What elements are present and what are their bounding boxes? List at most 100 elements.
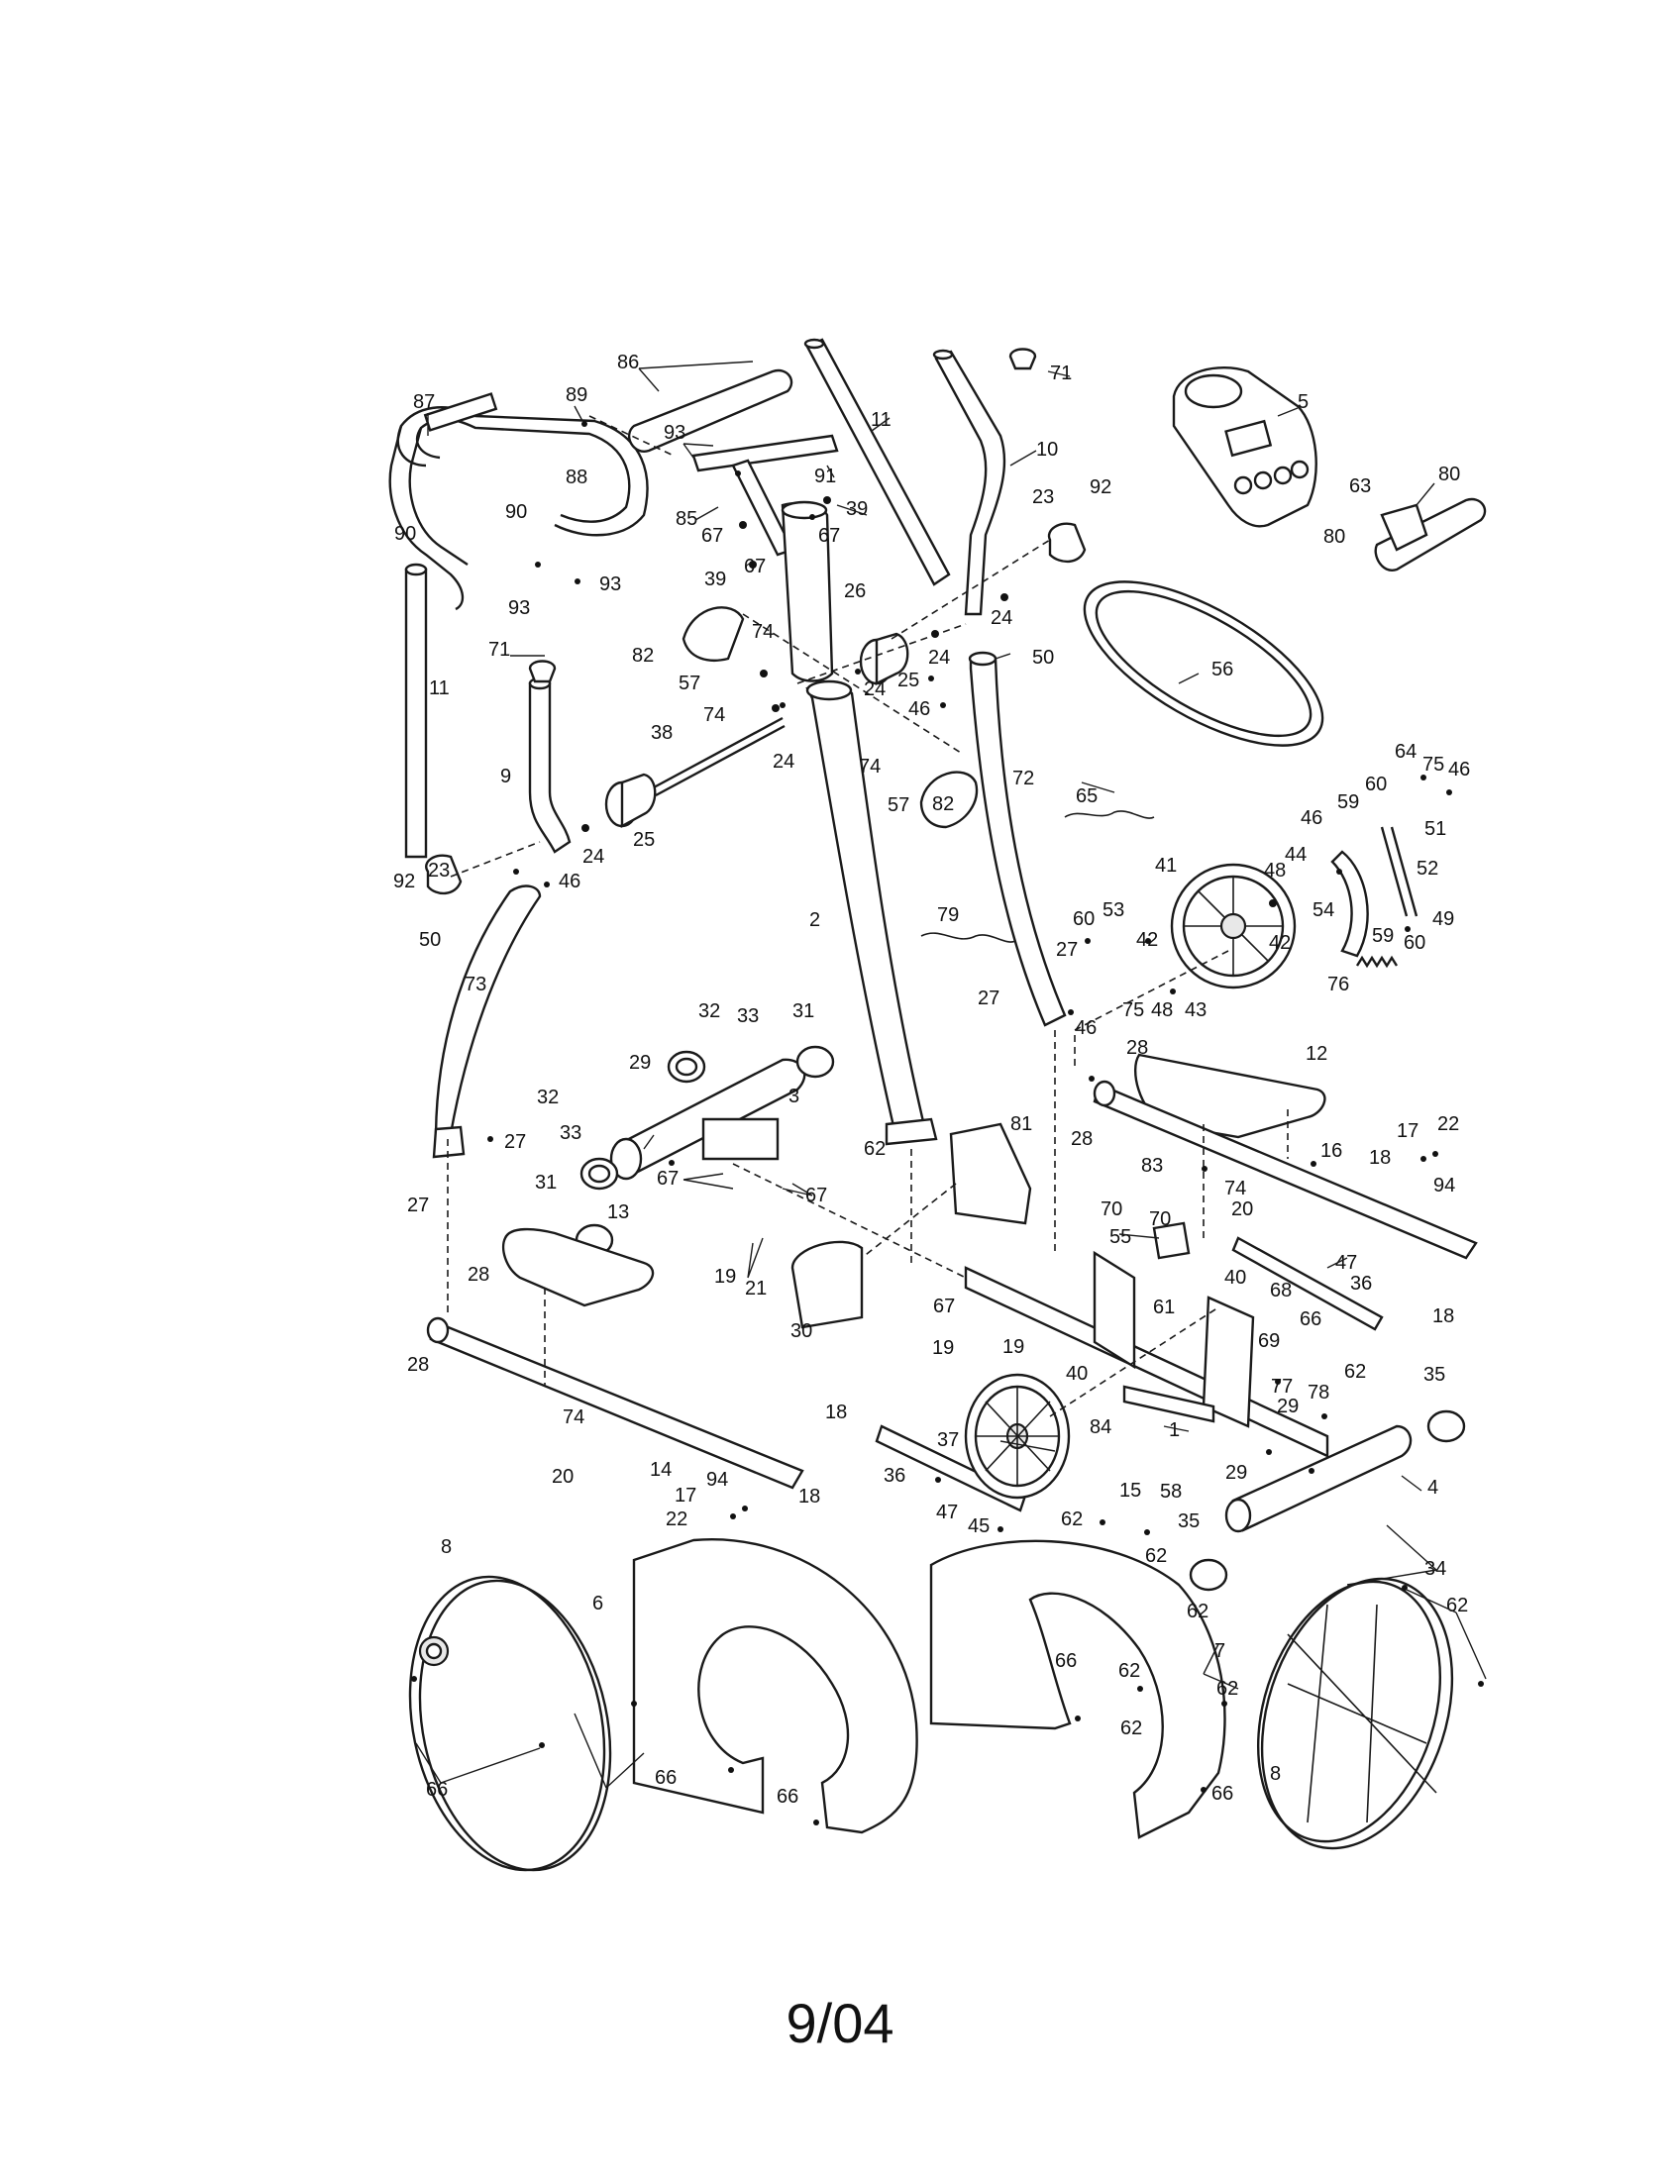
part-label: 66 [426,1779,448,1801]
pulley-37 [964,1373,1071,1500]
part-label: 62 [1187,1601,1208,1622]
part-label: 76 [1327,974,1349,995]
part-label: 46 [559,871,580,892]
part-label: 62 [1446,1595,1468,1616]
part-label: 52 [1417,858,1438,880]
part-label: 14 [650,1459,672,1481]
left-arm-upper-9 [528,676,572,854]
part-label: 48 [1151,999,1173,1021]
part-label: 42 [1269,932,1291,954]
part-label: 69 [1258,1330,1280,1352]
hardware-dots [411,421,1484,1825]
part-label: 92 [1090,476,1111,498]
part-label: 28 [468,1264,489,1286]
part-label: 29 [1225,1462,1247,1484]
part-label: 71 [488,639,510,661]
part-label: 47 [1335,1252,1357,1274]
support-30 [790,1240,864,1329]
part-label: 62 [1061,1508,1083,1530]
part-label: 93 [599,573,621,595]
part-label: 84 [1090,1416,1111,1438]
part-label: 90 [505,501,527,523]
part-label: 8 [1270,1763,1281,1785]
part-label: 46 [1448,759,1470,780]
part-label: 39 [846,498,868,520]
part-label: 40 [1224,1267,1246,1289]
part-label: 31 [792,1000,814,1022]
part-label: 62 [1120,1717,1142,1739]
part-label: 74 [1224,1178,1246,1199]
part-label: 6 [592,1593,603,1614]
part-label: 66 [777,1786,798,1808]
disc-cover-8-left [408,1575,612,1872]
part-label: 90 [394,523,416,545]
part-label: 25 [633,829,655,851]
part-label: 62 [1344,1361,1366,1383]
shrouds-82 [682,606,979,829]
part-label: 21 [745,1278,767,1300]
part-label: 66 [1300,1308,1321,1330]
part-label: 72 [1012,768,1034,789]
part-label: 22 [666,1508,687,1530]
part-label: 62 [1118,1660,1140,1682]
side-shield-7 [929,1539,1226,1839]
assembly-lines [447,415,1289,1417]
part-label: 81 [1010,1113,1032,1135]
part-label: 70 [1101,1198,1122,1220]
part-label: 29 [629,1052,651,1074]
part-label: 24 [773,751,794,773]
part-label: 33 [560,1122,581,1144]
part-label: 46 [908,698,930,720]
part-label: 26 [844,580,866,602]
end-caps-71 [528,348,1037,683]
console-bracket-63 [1374,497,1487,572]
part-label: 68 [1270,1280,1292,1301]
part-label: 18 [1369,1147,1391,1169]
upright-2 [805,679,938,1146]
part-label: 18 [798,1486,820,1508]
part-label: 24 [864,678,886,700]
part-label: 74 [859,756,881,778]
right-pole-11 [803,338,951,586]
part-label: 79 [937,904,959,926]
part-label: 28 [1126,1037,1148,1059]
caps-23 [425,522,1087,895]
part-label: 24 [991,607,1012,629]
part-label: 8 [441,1536,452,1558]
part-label: 24 [582,846,604,868]
disc-cover-8-right [1256,1577,1454,1850]
bushings-25 [604,632,909,829]
part-label: 54 [1312,899,1334,921]
wire-harness-65-79 [920,810,1155,943]
part-label: 62 [1145,1545,1167,1567]
right-arm-lower-72 [968,651,1067,1027]
part-label: 40 [1066,1363,1088,1385]
part-label: 32 [698,1000,720,1022]
part-label: 50 [419,929,441,951]
part-label: 11 [871,409,892,431]
part-label: 60 [1073,908,1095,930]
part-label: 75 [1422,754,1444,776]
part-label: 17 [675,1485,696,1507]
part-label: 36 [1350,1273,1372,1295]
part-label: 67 [805,1185,827,1206]
part-label: 20 [1231,1198,1253,1220]
handgrip-86 [627,368,793,453]
part-label: 2 [809,909,820,931]
part-label: 11 [429,677,450,699]
part-label: 53 [1102,899,1124,921]
part-label: 38 [651,722,673,744]
part-label: 71 [1050,363,1072,384]
part-label: 46 [1301,807,1322,829]
part-label: 23 [428,860,450,882]
part-label: 85 [676,508,697,530]
part-label: 36 [884,1465,905,1487]
part-label: 93 [508,597,530,619]
part-label: 82 [932,793,954,815]
part-label: 19 [1002,1336,1024,1358]
part-label: 75 [1122,999,1144,1021]
part-label: 27 [978,988,999,1009]
part-label: 10 [1036,439,1058,461]
